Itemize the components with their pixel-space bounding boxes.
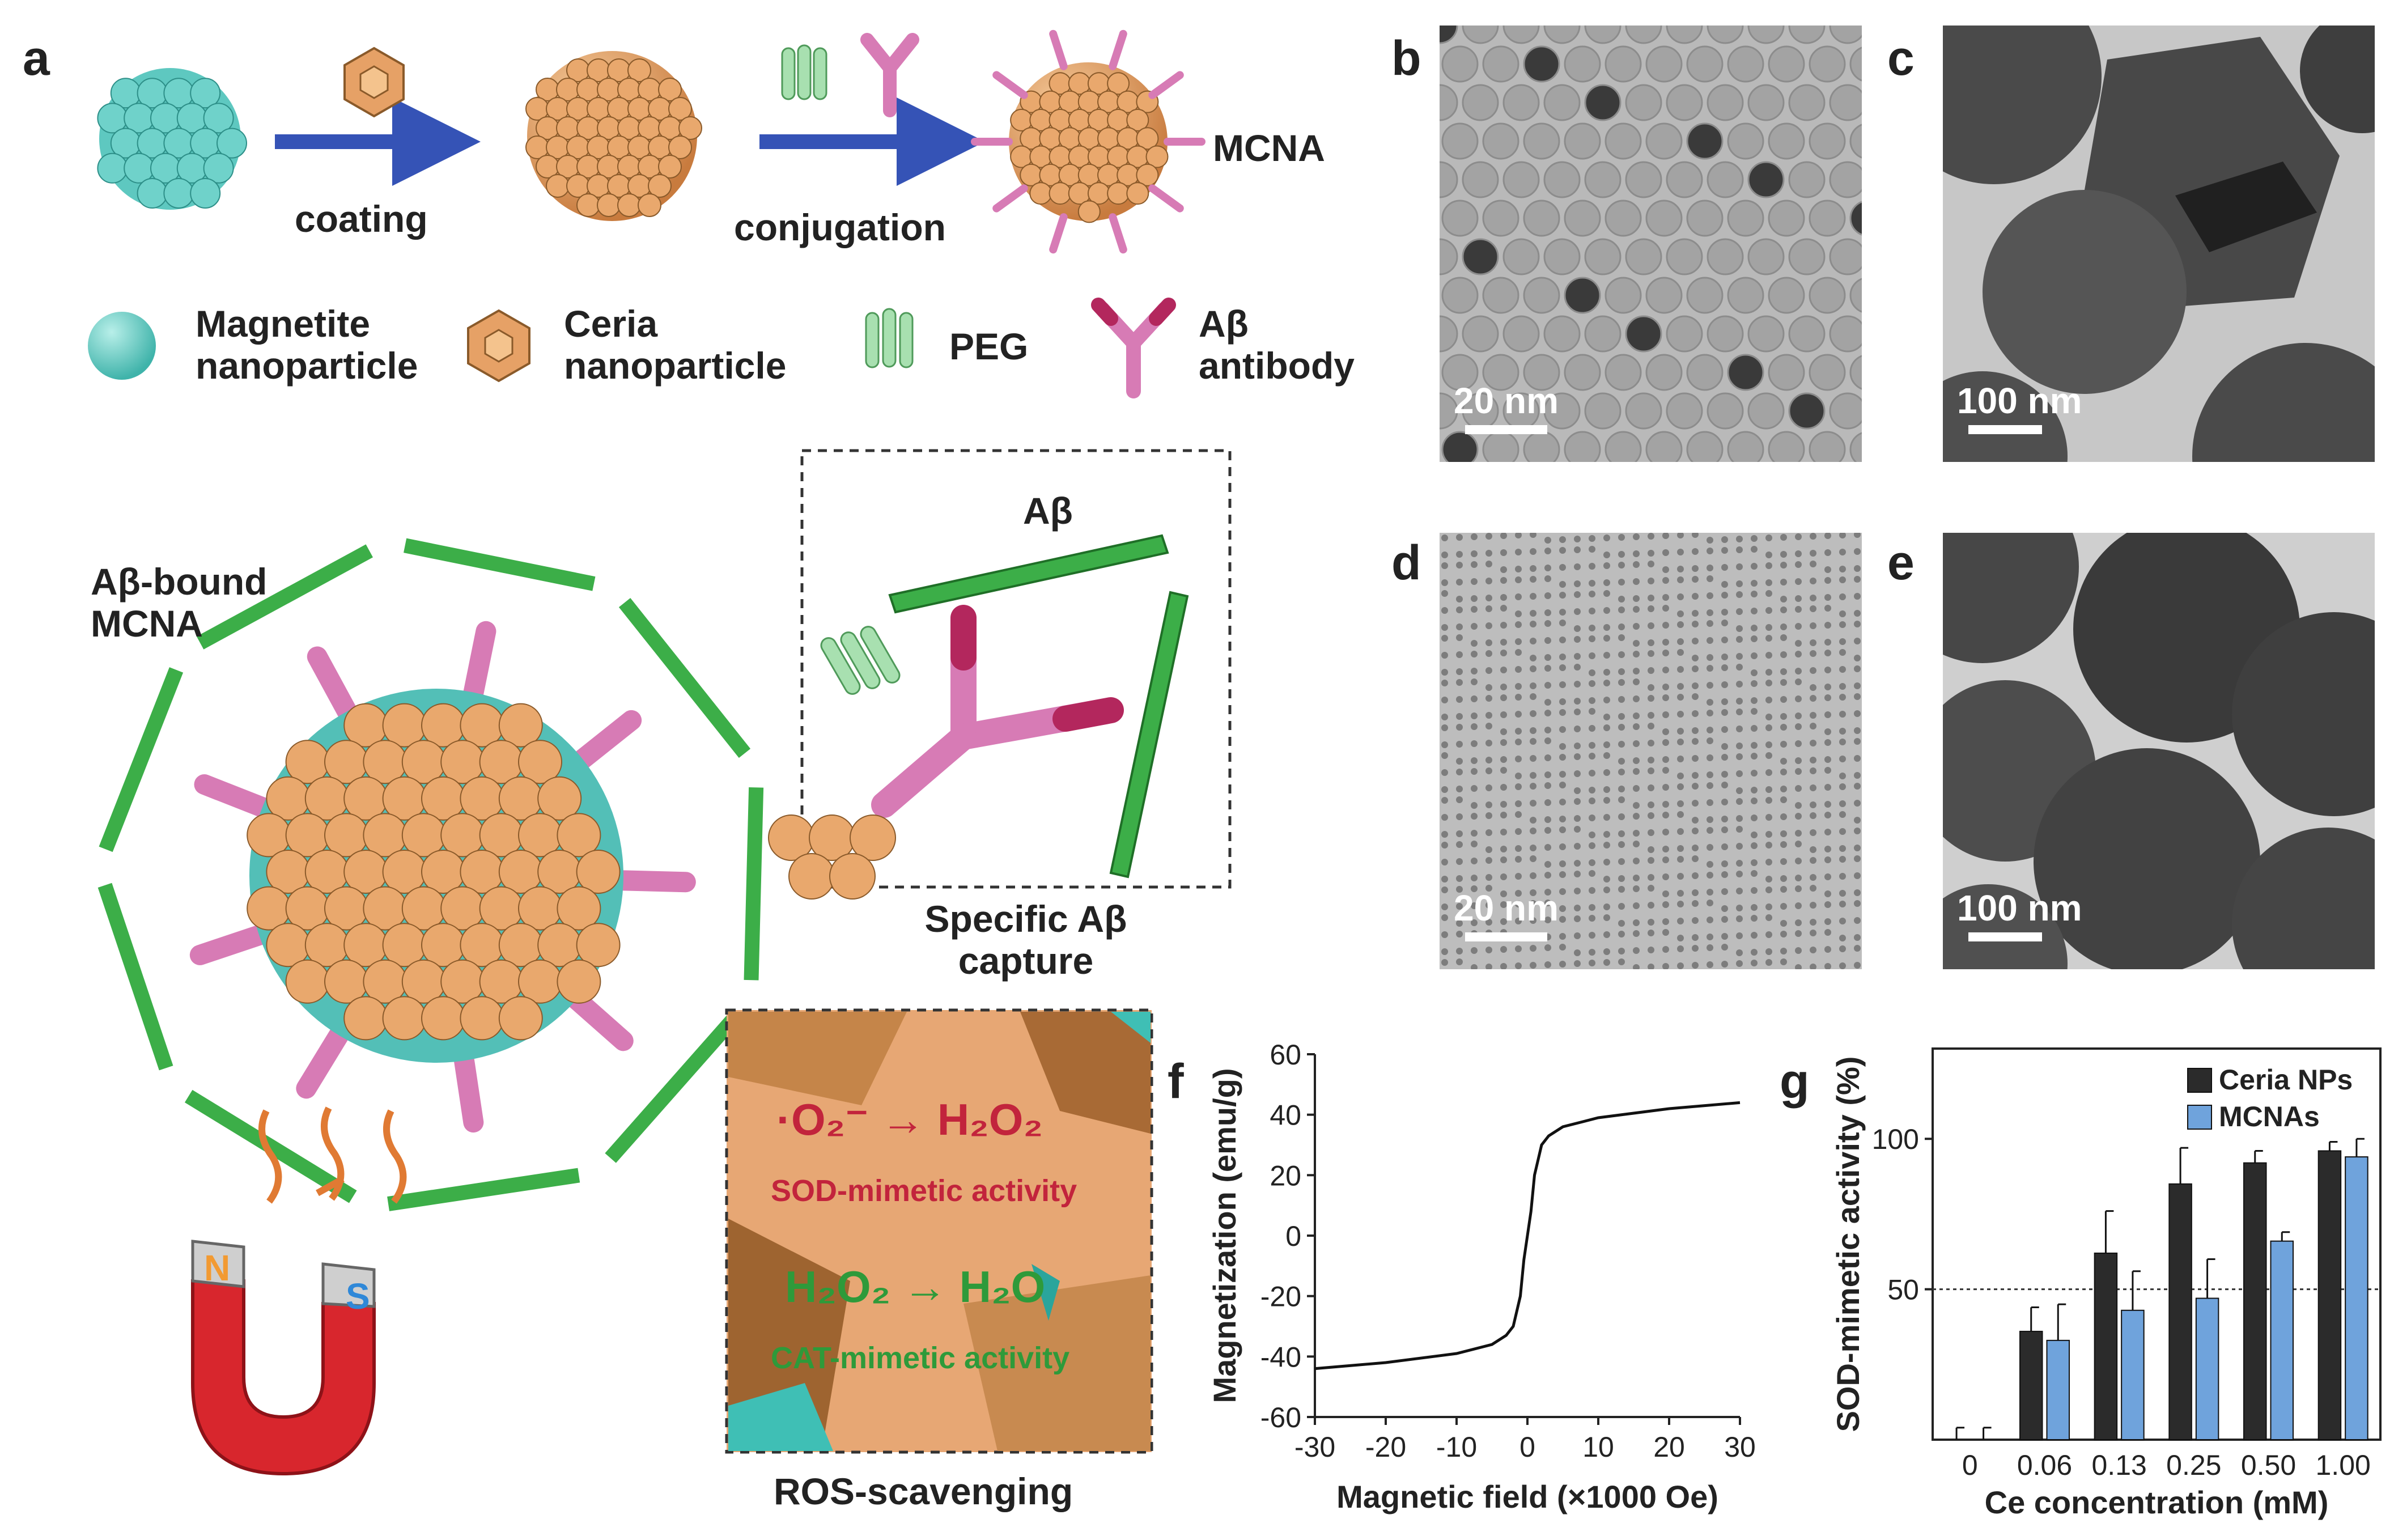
mcna-label: MCNA — [1213, 127, 1325, 169]
g-bar — [2195, 1297, 2219, 1440]
f-x-tick-label: 30 — [1724, 1431, 1756, 1463]
g-x-tick-label: 0.25 — [2166, 1449, 2221, 1481]
peg-icon — [781, 44, 827, 100]
f-y-tick-label: -60 — [1260, 1402, 1301, 1433]
panel-a-scheme — [88, 29, 1232, 1476]
scale-bar-e — [1968, 932, 2042, 941]
scale-label-b: 20 nm — [1454, 380, 1559, 421]
g-x-tick-label: 0 — [1962, 1449, 1978, 1481]
g-bar — [2345, 1156, 2368, 1440]
g-y-axis-label: SOD-mimetic activity (%) — [1830, 1057, 1866, 1432]
g-y-tick-label: 100 — [1872, 1123, 1919, 1155]
sod-activity-chart: 50 100 0 0.06 0.13 0.25 0.50 1.00 Ceria NPsMCNAs… — [1830, 1047, 2382, 1520]
abeta-bound-mcna-illustration — [97, 538, 764, 1211]
panel-letter-b: b — [1391, 31, 1421, 86]
coating-label: coating — [295, 198, 428, 240]
f-x-tick-label: -20 — [1365, 1431, 1406, 1463]
panel-letter-d: d — [1391, 536, 1421, 590]
tem-image-e: 100 nm — [1943, 533, 2375, 969]
g-x-tick-label: 1.00 — [2316, 1449, 2371, 1481]
inset-abeta-label: Aβ — [1023, 490, 1073, 532]
f-x-tick-label: -30 — [1294, 1431, 1335, 1463]
coated-particle-icon — [525, 51, 702, 221]
ros-sod-label: SOD-mimetic activity — [771, 1174, 1077, 1208]
g-x-tick-label: 0.06 — [2017, 1449, 2072, 1481]
scale-bar-b — [1465, 425, 1547, 434]
g-y-tick-label: 50 — [1887, 1274, 1919, 1306]
ros-caption: ROS-scavenging — [774, 1470, 1073, 1512]
g-x-tick-label: 0.13 — [2092, 1449, 2147, 1481]
magnet-n-label: N — [204, 1248, 231, 1288]
antibody-legend-icon — [1091, 298, 1176, 398]
g-bar — [2121, 1309, 2145, 1440]
tem-image-c: 100 nm — [1943, 26, 2375, 462]
ros-inset-facets — [728, 1012, 1151, 1451]
f-x-tick-label: 10 — [1582, 1431, 1614, 1463]
g-bar — [2046, 1339, 2070, 1440]
f-y-tick-label: -20 — [1260, 1281, 1301, 1313]
tem-image-b: 20 nm — [1440, 26, 1862, 462]
g-bar — [2270, 1240, 2294, 1440]
scale-label-e: 100 nm — [1957, 888, 2082, 928]
scale-label-c: 100 nm — [1957, 380, 2082, 421]
g-bar — [2317, 1150, 2342, 1440]
g-x-axis-label: Ce concentration (mM) — [1985, 1484, 2329, 1520]
f-y-tick-label: 40 — [1270, 1100, 1301, 1131]
magnetite-legend-icon — [88, 312, 156, 380]
panel-letter-a: a — [23, 31, 50, 86]
peg-legend-icon — [865, 308, 914, 368]
g-bar — [2243, 1162, 2267, 1440]
f-y-tick-label: 20 — [1270, 1160, 1301, 1191]
magnet-icon — [191, 1106, 407, 1476]
g-legend-swatch — [2187, 1105, 2212, 1130]
panel-letter-g: g — [1780, 1054, 1810, 1109]
scale-bar-d — [1465, 932, 1547, 941]
f-y-axis-label: Magnetization (emu/g) — [1207, 1068, 1242, 1403]
panel-letter-f: f — [1168, 1054, 1184, 1109]
g-legend-label: Ceria NPs — [2219, 1064, 2353, 1096]
f-y-tick-label: -40 — [1260, 1341, 1301, 1373]
ros-reaction-2: H₂O₂ → H₂O — [785, 1262, 1046, 1312]
panel-letter-e: e — [1887, 536, 1915, 590]
ros-reaction-1: ·O₂⁻ → H₂O₂ — [776, 1094, 1043, 1144]
ceria-legend-icon — [467, 309, 530, 383]
ros-cat-label: CAT-mimetic activity — [771, 1341, 1070, 1375]
magnetite-cluster-icon — [97, 68, 247, 210]
g-x-tick-label: 0.50 — [2241, 1449, 2296, 1481]
legend-peg-label: PEG — [949, 325, 1029, 367]
panel-letter-c: c — [1887, 31, 1915, 86]
antibody-icon — [860, 33, 919, 117]
f-x-tick-label: 20 — [1653, 1431, 1685, 1463]
scale-label-d: 20 nm — [1454, 888, 1559, 928]
f-x-tick-label: 0 — [1519, 1431, 1535, 1463]
g-bar — [2019, 1330, 2043, 1441]
scale-bar-c — [1968, 425, 2042, 434]
g-plot-frame — [1932, 1047, 2382, 1441]
f-y-tick-label: 60 — [1270, 1039, 1301, 1071]
f-x-axis-label: Magnetic field (×1000 Oe) — [1336, 1479, 1718, 1514]
magnetization-curve — [1314, 1101, 1741, 1371]
g-bar — [2168, 1183, 2192, 1440]
f-x-tick-label: -10 — [1436, 1431, 1477, 1463]
conjugation-label: conjugation — [734, 206, 946, 248]
magnet-s-label: S — [346, 1276, 370, 1317]
g-bar — [2094, 1252, 2118, 1440]
g-legend-label: MCNAs — [2219, 1101, 2320, 1132]
tem-image-d: 20 nm — [1440, 533, 1862, 969]
mcna-particle-icon — [971, 29, 1206, 254]
magnetization-chart: -60 -40 -20 0 20 40 60 -30 -20 -10 0 10 20 30Magnetic… — [1207, 1039, 1756, 1514]
capture-inset-illustration — [768, 534, 1189, 900]
g-legend-swatch — [2187, 1068, 2212, 1093]
f-y-tick-label: 0 — [1285, 1220, 1301, 1252]
ceria-particle-icon — [343, 46, 405, 118]
